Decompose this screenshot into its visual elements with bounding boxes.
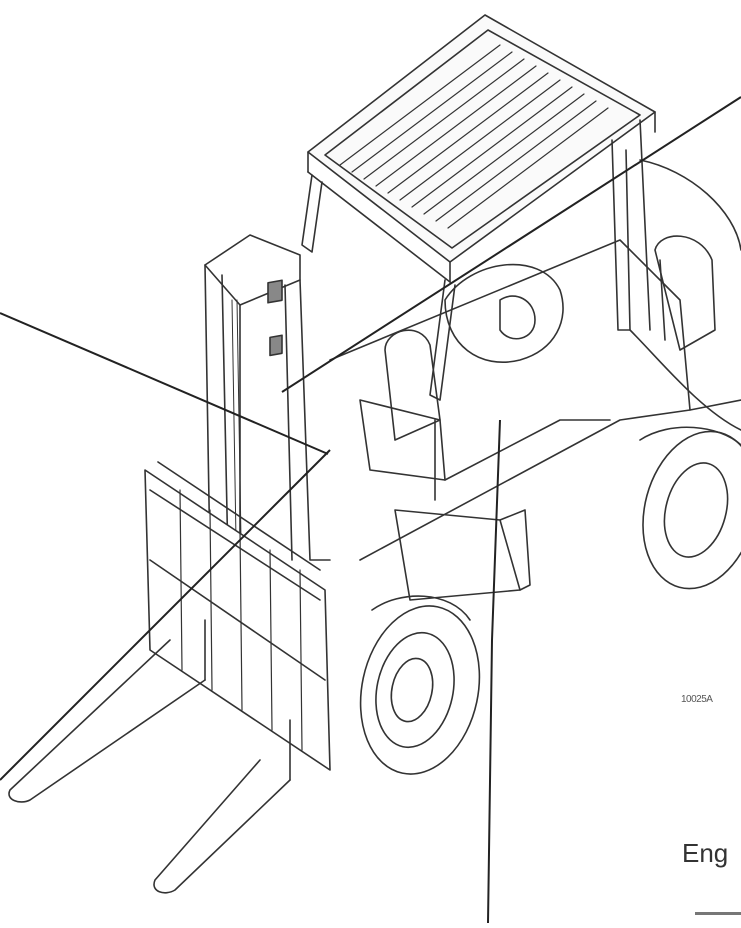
guard-posts — [301, 119, 651, 401]
leader-line-left — [0, 312, 329, 455]
section-heading: Eng — [682, 838, 729, 868]
leader-line-bottom-left — [0, 449, 331, 781]
forks — [8, 619, 291, 894]
leader-lines — [0, 96, 741, 924]
leader-line-bottom — [487, 419, 501, 924]
chassis — [329, 239, 741, 601]
figure-code: 10025A — [681, 694, 713, 705]
operator-seat — [359, 263, 564, 481]
overhead-guard — [307, 14, 656, 283]
front-tire — [359, 595, 481, 775]
counterweight — [629, 159, 741, 431]
heading-rule — [695, 912, 741, 915]
mast — [204, 234, 331, 581]
leader-line-top-right — [281, 96, 741, 393]
rear-tire — [639, 426, 741, 590]
carriage — [144, 461, 331, 771]
